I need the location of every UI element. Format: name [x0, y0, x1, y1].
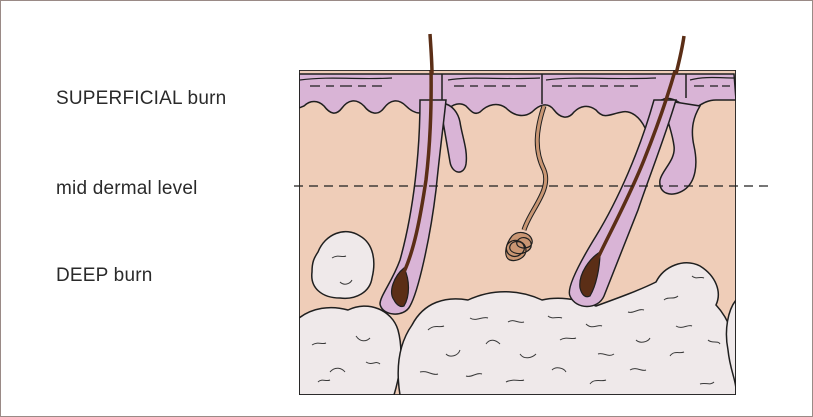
fat-lobule-left-bottom	[299, 306, 401, 395]
hair-shaft-left-above	[430, 34, 432, 74]
hair-shaft-right-above	[676, 36, 684, 74]
